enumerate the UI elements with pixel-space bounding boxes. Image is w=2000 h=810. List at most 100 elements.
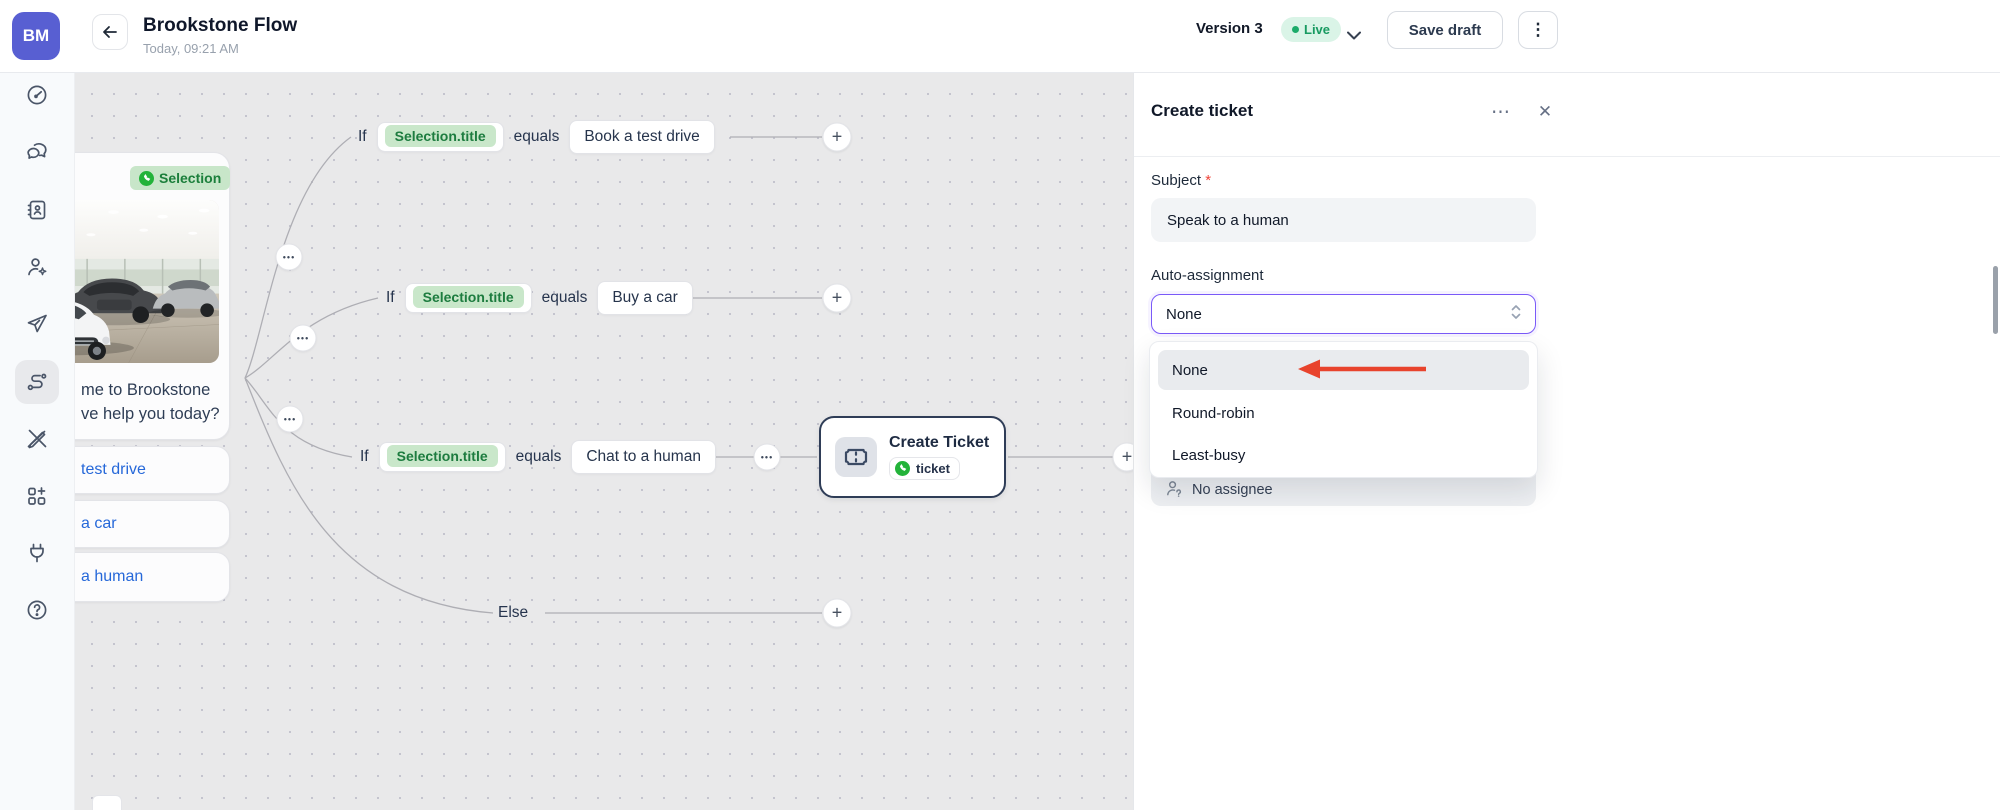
- panel-close-button[interactable]: ✕: [1537, 102, 1553, 121]
- option-label: test drive: [81, 461, 146, 478]
- person-question-icon: [1167, 481, 1182, 497]
- auto-assignment-label: Auto-assignment: [1151, 267, 1264, 284]
- auto-assignment-selected-value: None: [1166, 305, 1202, 323]
- branch-menu-3[interactable]: •••: [276, 405, 304, 433]
- select-stepper-icon: [1510, 303, 1522, 325]
- person-sparkle-icon: [28, 258, 47, 276]
- ticket-tag-label: ticket: [916, 461, 950, 476]
- whatsapp-icon: [895, 461, 910, 476]
- variable-chip[interactable]: Selection.title: [404, 283, 532, 313]
- operator-label: equals: [513, 128, 560, 145]
- selection-badge: Selection: [130, 166, 231, 190]
- condition-row-2: If Selection.title equals Buy a car: [386, 281, 693, 315]
- add-step-button-branch-3[interactable]: +: [1112, 442, 1133, 472]
- add-step-button-branch-1[interactable]: +: [822, 122, 852, 152]
- dropdown-option-round-robin[interactable]: Round-robin: [1172, 404, 1255, 422]
- sidebar-item-flows[interactable]: [15, 360, 59, 404]
- sidebar-item-leads[interactable]: [15, 245, 59, 289]
- live-status-badge: Live: [1281, 17, 1342, 42]
- option-label: a car: [81, 515, 117, 532]
- if-label: If: [360, 448, 369, 465]
- add-step-button-else[interactable]: +: [822, 598, 852, 628]
- option-label: a human: [81, 568, 144, 585]
- selection-message-line1: me to Brookstone: [81, 381, 211, 399]
- auto-assignment-dropdown: None Round-robin Least-busy: [1149, 341, 1538, 478]
- page-title: Brookstone Flow: [143, 15, 298, 36]
- operator-label: equals: [515, 448, 562, 465]
- help-circle-icon: [27, 600, 47, 620]
- car-showroom-image: [75, 200, 219, 363]
- workspace-avatar[interactable]: BM: [12, 12, 60, 60]
- sidebar-item-help[interactable]: [15, 588, 59, 632]
- flow-canvas[interactable]: Selection: [75, 73, 1133, 810]
- panel-more-button[interactable]: ⋯: [1491, 101, 1511, 123]
- variable-pill: Selection.title: [384, 125, 496, 147]
- ticket-node-title: Create Ticket: [889, 434, 990, 451]
- condition-value[interactable]: Chat to a human: [571, 440, 716, 474]
- variable-chip[interactable]: Selection.title: [376, 122, 504, 152]
- condition-value[interactable]: Book a test drive: [569, 120, 715, 154]
- ticket-icon-box: [835, 437, 877, 477]
- selection-option-human[interactable]: a human: [75, 552, 230, 602]
- condition-row-3: If Selection.title equals Chat to a huma…: [360, 440, 716, 474]
- canvas-toolbar-partial[interactable]: [92, 795, 122, 810]
- flow-route-icon: [27, 373, 47, 391]
- sidebar-item-contacts[interactable]: [15, 188, 59, 232]
- back-button[interactable]: [92, 14, 128, 50]
- dropdown-option-least-busy[interactable]: Least-busy: [1172, 446, 1246, 464]
- subject-label-text: Subject: [1151, 172, 1202, 189]
- whatsapp-icon: [139, 170, 154, 186]
- save-draft-button[interactable]: Save draft: [1387, 11, 1503, 49]
- create-ticket-node[interactable]: Create Ticket ticket: [819, 416, 1006, 498]
- variable-pill: Selection.title: [386, 445, 498, 467]
- if-label: If: [386, 289, 395, 306]
- assignee-label: No assignee: [1192, 482, 1273, 498]
- add-step-button-branch-2[interactable]: +: [822, 283, 852, 313]
- sidebar-item-integrations[interactable]: [15, 531, 59, 575]
- condition-value[interactable]: Buy a car: [597, 281, 693, 315]
- auto-assignment-select[interactable]: None: [1151, 294, 1536, 334]
- version-dropdown-chevron[interactable]: [1341, 22, 1367, 48]
- create-ticket-panel: Create ticket ⋯ ✕ Subject * Auto-assignm…: [1133, 73, 2000, 810]
- selection-option-test-drive[interactable]: test drive: [75, 446, 230, 494]
- chat-bubbles-icon: [27, 143, 47, 159]
- sidebar-item-dashboard[interactable]: [15, 73, 59, 117]
- dropdown-option-none[interactable]: None: [1158, 350, 1529, 390]
- live-label: Live: [1304, 22, 1331, 37]
- branch-menu-1[interactable]: •••: [275, 243, 303, 271]
- arrow-left-icon: [103, 26, 117, 38]
- if-label: If: [358, 128, 367, 145]
- app-sidebar: [0, 73, 75, 810]
- else-label: Else: [498, 604, 529, 621]
- panel-title: Create ticket: [1151, 101, 1254, 120]
- edge-menu-ticket[interactable]: •••: [753, 443, 781, 471]
- live-dot-icon: [1292, 26, 1299, 33]
- apps-plus-icon: [28, 487, 46, 505]
- sidebar-item-campaigns[interactable]: [15, 302, 59, 346]
- condition-row-1: If Selection.title equals Book a test dr…: [358, 120, 715, 154]
- subject-input[interactable]: [1151, 198, 1536, 242]
- sidebar-item-design[interactable]: [15, 417, 59, 461]
- variable-chip[interactable]: Selection.title: [378, 442, 506, 472]
- ticket-icon: [844, 448, 868, 466]
- selection-badge-label: Selection: [159, 170, 222, 186]
- page-subtitle: Today, 09:21 AM: [143, 41, 239, 56]
- panel-scrollbar[interactable]: [1993, 266, 1998, 334]
- selection-node[interactable]: Selection: [75, 152, 231, 440]
- selection-message-line2: ve help you today?: [81, 405, 220, 423]
- crossed-pencils-icon: [27, 429, 47, 449]
- operator-label: equals: [541, 289, 588, 306]
- header-more-button[interactable]: ⋮: [1518, 11, 1558, 49]
- top-header: BM Brookstone Flow Today, 09:21 AM Versi…: [0, 0, 2000, 73]
- selection-option-buy-a-car[interactable]: a car: [75, 500, 230, 548]
- else-branch: Else: [498, 604, 528, 622]
- required-asterisk: *: [1205, 172, 1212, 189]
- plug-icon: [30, 543, 44, 563]
- sidebar-item-apps[interactable]: [15, 474, 59, 518]
- subject-label: Subject *: [1151, 172, 1211, 189]
- gauge-icon: [27, 85, 47, 105]
- branch-menu-2[interactable]: •••: [289, 324, 317, 352]
- sidebar-item-conversations[interactable]: [15, 130, 59, 174]
- chevron-down-icon: [1347, 31, 1361, 39]
- paper-plane-icon: [27, 314, 47, 333]
